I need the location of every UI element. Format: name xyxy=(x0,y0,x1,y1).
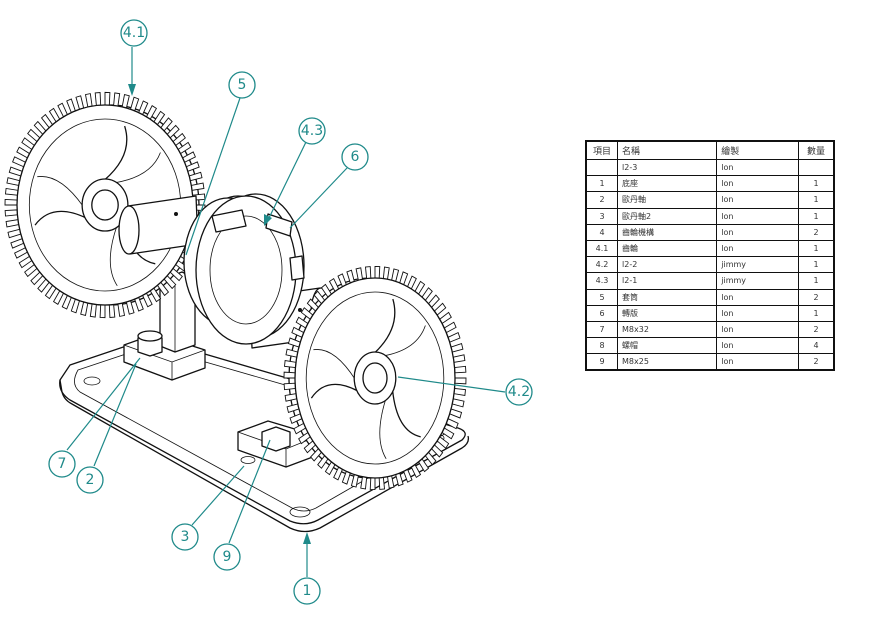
balloon-label: 6 xyxy=(351,149,360,165)
oldham-coupling xyxy=(183,193,305,345)
cell-item-no: 2 xyxy=(585,191,618,209)
cell-item-no xyxy=(585,158,618,177)
cell-item-no: 4.2 xyxy=(585,256,618,274)
cell-author: lon xyxy=(716,191,799,209)
cell-item-no: 8 xyxy=(585,337,618,355)
cell-name: 歐丹軸 xyxy=(616,191,718,209)
balloon-3: 3 xyxy=(171,523,199,551)
cell-name: M8x32 xyxy=(616,320,718,339)
cell-quantity: 2 xyxy=(798,223,835,241)
cell-author: jimmy xyxy=(716,256,799,274)
cell-quantity: 2 xyxy=(798,353,835,371)
cell-name: 螺帽 xyxy=(616,337,718,355)
cell-quantity: 1 xyxy=(798,207,835,225)
balloon-label: 7 xyxy=(58,456,67,472)
cell-author: lon xyxy=(716,207,799,225)
balloon-6: 6 xyxy=(341,143,369,171)
cell-author: jimmy xyxy=(716,272,799,290)
cell-item-no: 4.1 xyxy=(585,239,618,258)
cell-author: lon xyxy=(716,353,799,371)
balloon-label: 5 xyxy=(238,77,247,93)
balloon-label: 4.3 xyxy=(301,123,323,139)
cell-author: lon xyxy=(716,175,799,193)
cell-author: lon xyxy=(716,239,799,258)
balloon-1: 1 xyxy=(293,577,321,605)
cell-quantity: 2 xyxy=(798,320,835,339)
cell-quantity: 1 xyxy=(798,191,835,209)
table-header-row: 項目 名稱 繪製 數量 xyxy=(585,140,835,160)
cell-quantity: 4 xyxy=(798,337,835,355)
cell-quantity: 1 xyxy=(798,304,835,322)
cell-name: l2-3 xyxy=(616,158,718,177)
right-gear xyxy=(283,265,467,491)
balloon-9: 9 xyxy=(213,543,241,571)
cell-quantity: 1 xyxy=(798,175,835,193)
cell-name: 齒輪機構 xyxy=(616,223,718,241)
cell-name: l2-1 xyxy=(616,272,718,290)
balloon-4-1: 4.1 xyxy=(120,19,148,47)
cell-author: lon xyxy=(716,337,799,355)
balloon-7: 7 xyxy=(48,450,76,478)
cell-name: l2-2 xyxy=(616,256,718,274)
balloon-label: 2 xyxy=(86,472,95,488)
balloon-5: 5 xyxy=(228,71,256,99)
balloon-label: 9 xyxy=(223,549,232,565)
cell-author: lon xyxy=(716,304,799,322)
balloon-label: 4.2 xyxy=(508,384,530,400)
cell-author: lon xyxy=(716,320,799,339)
cell-item-no: 1 xyxy=(585,175,618,193)
cell-author: lon xyxy=(716,223,799,241)
header-name: 名稱 xyxy=(616,140,718,160)
header-author: 繪製 xyxy=(716,140,799,160)
cell-name: 套筒 xyxy=(616,288,718,306)
cell-author: lon xyxy=(716,288,799,306)
cell-quantity: 2 xyxy=(798,288,835,306)
left-support-block xyxy=(123,271,206,381)
cell-quantity: 1 xyxy=(798,272,835,290)
balloon-label: 3 xyxy=(181,529,190,545)
cell-name: 轉版 xyxy=(616,304,718,322)
cell-item-no: 3 xyxy=(585,207,618,225)
cell-quantity: 1 xyxy=(798,239,835,258)
cell-author: lon xyxy=(716,158,799,177)
balloon-2: 2 xyxy=(76,466,104,494)
cell-name: 底座 xyxy=(616,175,718,193)
balloon-4-2: 4.2 xyxy=(505,378,533,406)
cell-item-no: 4 xyxy=(585,223,618,241)
cell-name: 歐丹軸2 xyxy=(616,207,718,225)
cell-name: 齒輪 xyxy=(616,239,718,258)
balloon-label: 4.1 xyxy=(123,25,145,41)
cell-name: M8x25 xyxy=(616,353,718,371)
balloon-4-3: 4.3 xyxy=(298,117,326,145)
header-quantity: 數量 xyxy=(798,140,835,160)
cell-item-no: 4.3 xyxy=(585,272,618,290)
cell-quantity: 1 xyxy=(798,256,835,274)
cell-quantity xyxy=(798,158,835,177)
cell-item-no: 7 xyxy=(585,320,618,339)
cell-item-no: 9 xyxy=(585,353,618,371)
cell-item-no: 5 xyxy=(585,288,618,306)
header-item-no: 項目 xyxy=(585,140,618,160)
cell-item-no: 6 xyxy=(585,304,618,322)
leader-lines xyxy=(66,47,506,577)
balloon-label: 1 xyxy=(303,583,312,599)
